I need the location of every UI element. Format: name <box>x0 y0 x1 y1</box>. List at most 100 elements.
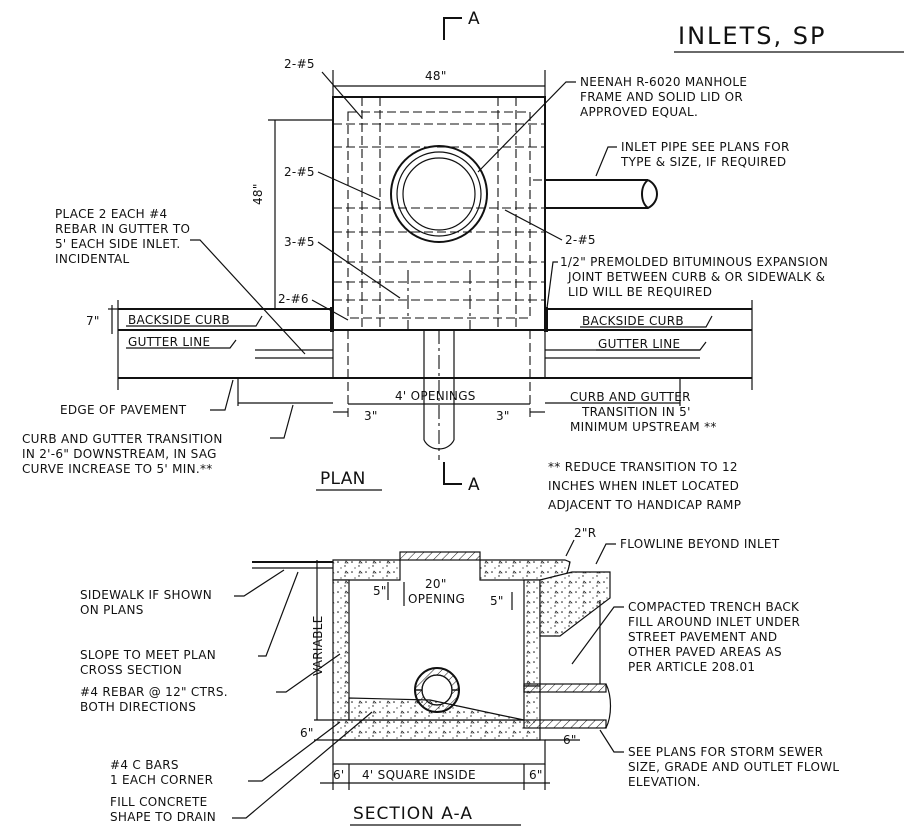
section-cut-line-top <box>443 17 462 40</box>
rebar-label-3: 3-#5 <box>284 235 315 249</box>
outlet-pipe <box>423 330 455 440</box>
note-inlet-pipe-2: TYPE & SIZE, IF REQUIRED <box>620 155 786 169</box>
section-view: 2"R 5" 20" OPENING 5" VARIABLE 6" 6" 6' … <box>80 526 839 826</box>
dim-curb-label: 7" <box>86 314 100 328</box>
section-cut-line-bottom <box>443 462 462 485</box>
left-wall <box>332 579 350 721</box>
note-cbars-1: #4 C BARS <box>110 758 179 772</box>
note-reduce-3: ADJACENT TO HANDICAP RAMP <box>548 498 741 512</box>
note-storm-1: SEE PLANS FOR STORM SEWER <box>628 745 823 759</box>
leader <box>234 569 285 597</box>
dim-six-left: 6" <box>300 726 314 740</box>
leader <box>232 711 373 819</box>
label-backside-curb-left: BACKSIDE CURB <box>128 313 230 327</box>
note-cbars-2: 1 EACH CORNER <box>110 773 213 787</box>
dim-3-left-label: 3" <box>364 409 378 423</box>
note-manhole-1: NEENAH R-6020 MANHOLE <box>580 75 747 89</box>
note-fill-2: SHAPE TO DRAIN <box>110 810 216 824</box>
note-expansion-3: LID WILL BE REQUIRED <box>568 285 712 299</box>
leader <box>599 729 624 753</box>
section-mark-bottom-label: A <box>468 475 480 495</box>
label-backside-curb-right: BACKSIDE CURB <box>582 314 684 328</box>
leader <box>546 261 558 309</box>
title-group: INLETS, SP <box>674 22 904 53</box>
section-mark-top-label: A <box>468 9 480 29</box>
note-gutter-rebar-1: PLACE 2 EACH #4 <box>55 207 167 221</box>
dim-five-right: 5" <box>490 594 504 608</box>
leader <box>126 315 263 327</box>
leader <box>258 571 299 657</box>
note-manhole-2: FRAME AND SOLID LID OR <box>580 90 743 104</box>
right-wall <box>523 579 541 687</box>
note-expansion-2: JOINT BETWEEN CURB & OR SIDEWALK & <box>567 270 825 284</box>
rebar-label-5: 2-#5 <box>565 233 596 247</box>
leader <box>190 239 306 355</box>
note-gutter-rebar-2: REBAR IN GUTTER TO <box>55 222 190 236</box>
dim-five-left: 5" <box>373 584 387 598</box>
leader <box>126 339 237 349</box>
leader <box>270 404 294 439</box>
note-transition-right-2: TRANSITION IN 5' <box>581 405 691 419</box>
leader <box>311 299 349 321</box>
outlet-pipe-end <box>605 683 612 729</box>
note-gutter-rebar-4: INCIDENTAL <box>55 252 130 266</box>
note-reduce-1: ** REDUCE TRANSITION TO 12 <box>548 460 738 474</box>
note-transition-left-1: CURB AND GUTTER TRANSITION <box>22 432 223 446</box>
leader <box>595 146 617 177</box>
dim-openings-label: 4' OPENINGS <box>395 389 476 403</box>
dim-width-label: 48" <box>425 69 447 83</box>
note-transition-left-3: CURVE INCREASE TO 5' MIN.** <box>22 462 213 476</box>
inlet-pipe-end <box>641 179 658 210</box>
note-rebar-2: BOTH DIRECTIONS <box>80 700 196 714</box>
note-flowline: FLOWLINE BEYOND INLET <box>620 537 780 551</box>
frame-flange <box>399 551 481 561</box>
section-mark-top: A <box>443 9 480 40</box>
dim-bottom-six-left: 6' <box>333 768 345 782</box>
note-backfill-1: COMPACTED TRENCH BACK <box>628 600 800 614</box>
dim-height-label: 48" <box>251 183 265 205</box>
leader <box>565 539 575 557</box>
manhole-frame-mid <box>396 151 482 237</box>
note-manhole-3: APPROVED EQUAL. <box>580 105 698 119</box>
expansion-joint-right <box>544 307 548 332</box>
note-backfill-2: FILL AROUND INLET UNDER <box>628 615 800 629</box>
note-storm-2: SIZE, GRADE AND OUTLET FLOWL <box>628 760 839 774</box>
plan-label: PLAN <box>320 469 366 489</box>
leader <box>317 171 381 201</box>
outlet-pipe-bottom <box>523 719 607 729</box>
dim-bottom-six-right: 6" <box>529 768 543 782</box>
inlet-pipe <box>545 179 648 209</box>
curb-gutter-block <box>539 571 611 637</box>
leader <box>248 721 341 782</box>
note-backfill-3: STREET PAVEMENT AND <box>628 630 777 644</box>
dim-3-right-label: 3" <box>496 409 510 423</box>
expansion-joint-left <box>330 307 334 332</box>
leader <box>571 606 624 665</box>
leader <box>504 209 563 241</box>
dim-bottom-square: 4' SQUARE INSIDE <box>362 768 476 782</box>
plan-view: 48" 48" 7" 4' OPENINGS 3" 3" 2-#5 2-#5 3… <box>22 57 828 512</box>
label-gutter-line-left: GUTTER LINE <box>128 335 210 349</box>
note-fill-1: FILL CONCRETE <box>110 795 208 809</box>
note-slope-2: CROSS SECTION <box>80 663 182 677</box>
note-transition-right-3: MINIMUM UPSTREAM ** <box>570 420 717 434</box>
leader <box>580 315 713 328</box>
dim-opening-2: OPENING <box>408 592 465 606</box>
leader <box>317 241 401 299</box>
leader <box>321 71 363 119</box>
note-transition-left-2: IN 2'-6" DOWNSTREAM, IN SAG <box>22 447 217 461</box>
note-transition-right-1: CURB AND GUTTER <box>570 390 691 404</box>
plan-inner-wall <box>347 111 531 319</box>
section-label: SECTION A-A <box>353 804 473 824</box>
label-gutter-line-right: GUTTER LINE <box>598 337 680 351</box>
leader <box>596 341 707 351</box>
note-sidewalk-2: ON PLANS <box>80 603 144 617</box>
pipe-wall-top <box>414 667 460 691</box>
pipe-wall-bottom <box>414 689 460 713</box>
leader <box>595 543 616 565</box>
note-reduce-2: INCHES WHEN INLET LOCATED <box>548 479 739 493</box>
top-slab-left <box>332 559 401 581</box>
note-expansion-1: 1/2" PREMOLDED BITUMINOUS EXPANSION <box>560 255 828 269</box>
note-gutter-rebar-3: 5' EACH SIDE INLET. <box>55 237 181 251</box>
